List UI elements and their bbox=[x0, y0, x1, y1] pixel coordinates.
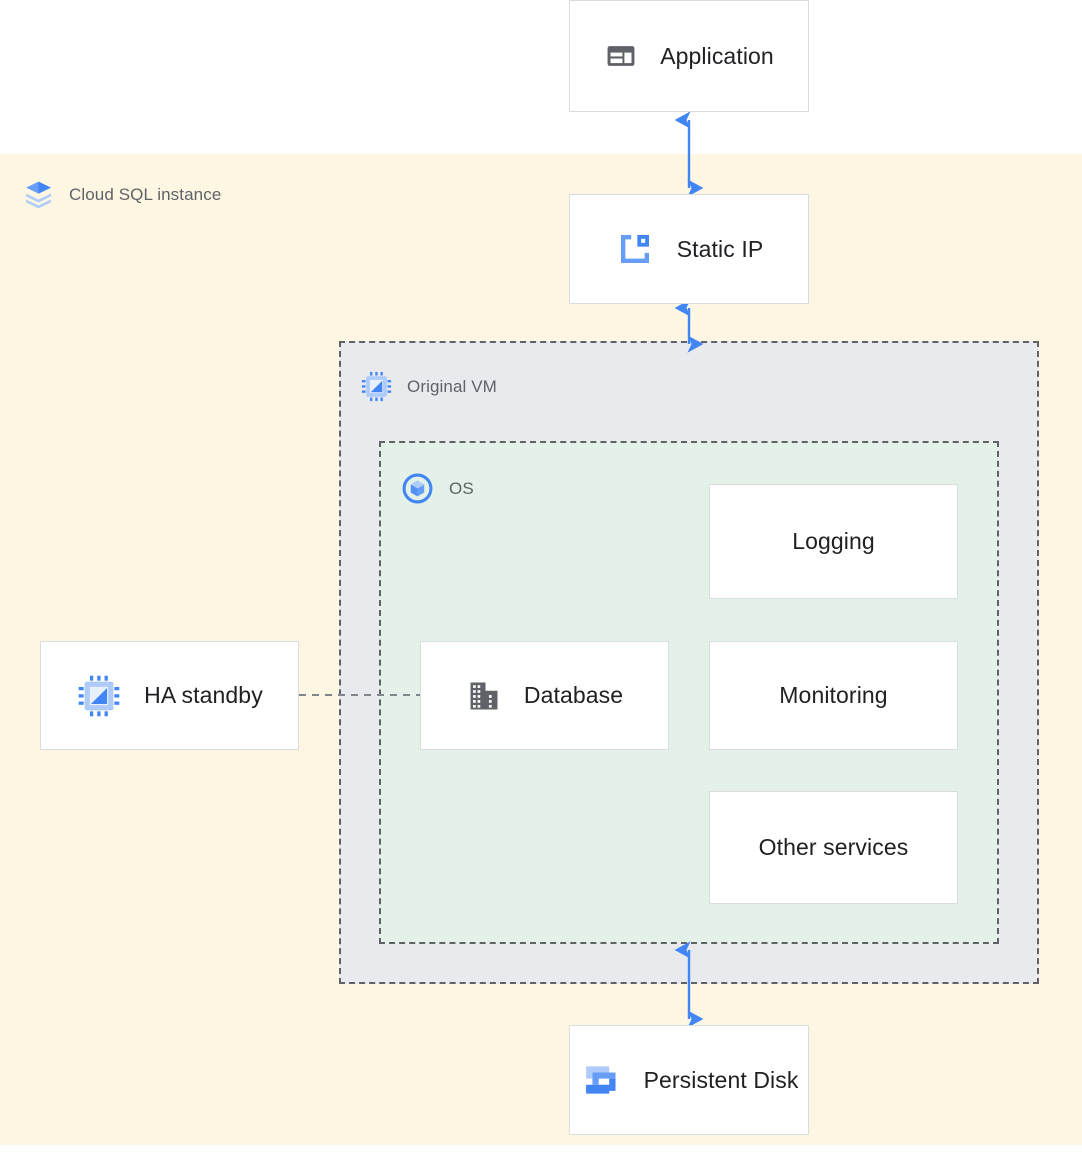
application-label: Application bbox=[660, 42, 774, 69]
node-other-services[interactable]: Other services bbox=[709, 791, 958, 904]
vm-chip-icon bbox=[360, 370, 393, 403]
application-window-icon bbox=[604, 39, 638, 73]
node-database[interactable]: Database bbox=[420, 641, 669, 750]
cloud-sql-instance-label-group: Cloud SQL instance bbox=[22, 178, 221, 211]
persistent-disk-icon bbox=[580, 1059, 622, 1101]
original-vm-label-group: Original VM bbox=[360, 370, 497, 403]
os-cube-icon bbox=[400, 471, 435, 506]
static-ip-label: Static IP bbox=[676, 235, 764, 262]
vm-chip-icon bbox=[76, 673, 122, 719]
monitoring-label: Monitoring bbox=[779, 682, 888, 709]
logging-label: Logging bbox=[792, 528, 875, 555]
node-application[interactable]: Application bbox=[569, 0, 809, 112]
os-label-group: OS bbox=[400, 471, 474, 506]
persistent-disk-label: Persistent Disk bbox=[643, 1066, 799, 1093]
node-static-ip[interactable]: Static IP bbox=[569, 194, 809, 304]
cloud-sql-layers-icon bbox=[22, 178, 55, 211]
database-label: Database bbox=[523, 682, 624, 709]
static-ip-icon bbox=[615, 229, 655, 269]
node-persistent-disk[interactable]: Persistent Disk bbox=[569, 1025, 809, 1135]
database-building-icon bbox=[466, 678, 502, 714]
ha-standby-label: HA standby bbox=[144, 682, 263, 709]
node-ha-standby[interactable]: HA standby bbox=[40, 641, 299, 750]
other-services-label: Other services bbox=[758, 834, 909, 861]
cloud-sql-instance-label: Cloud SQL instance bbox=[69, 184, 222, 204]
node-logging[interactable]: Logging bbox=[709, 484, 958, 599]
node-monitoring[interactable]: Monitoring bbox=[709, 641, 958, 750]
os-label: OS bbox=[449, 478, 474, 498]
original-vm-label: Original VM bbox=[407, 376, 497, 396]
